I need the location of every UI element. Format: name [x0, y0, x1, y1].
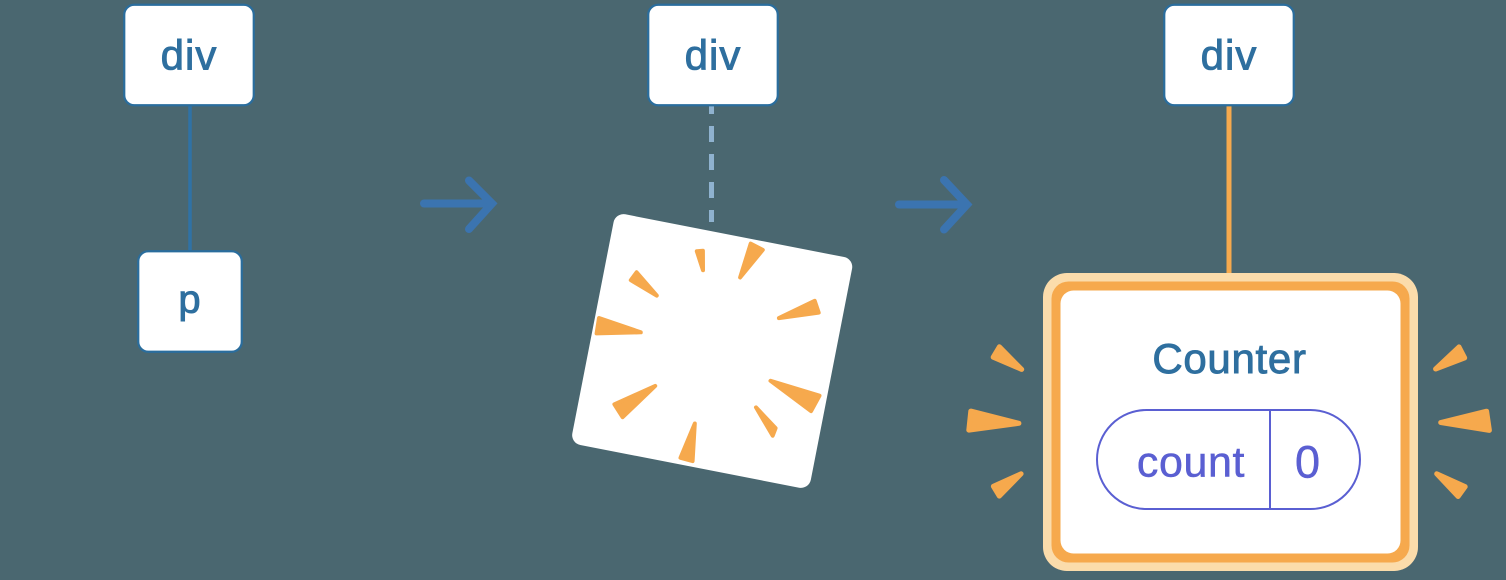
svg-text:div: div	[685, 32, 742, 79]
svg-text:0: 0	[1295, 437, 1320, 488]
svg-text:count: count	[1137, 439, 1245, 487]
svg-text:div: div	[161, 32, 218, 79]
svg-text:div: div	[1201, 32, 1258, 79]
svg-text:Counter: Counter	[1152, 335, 1306, 382]
svg-text:p: p	[178, 278, 200, 322]
